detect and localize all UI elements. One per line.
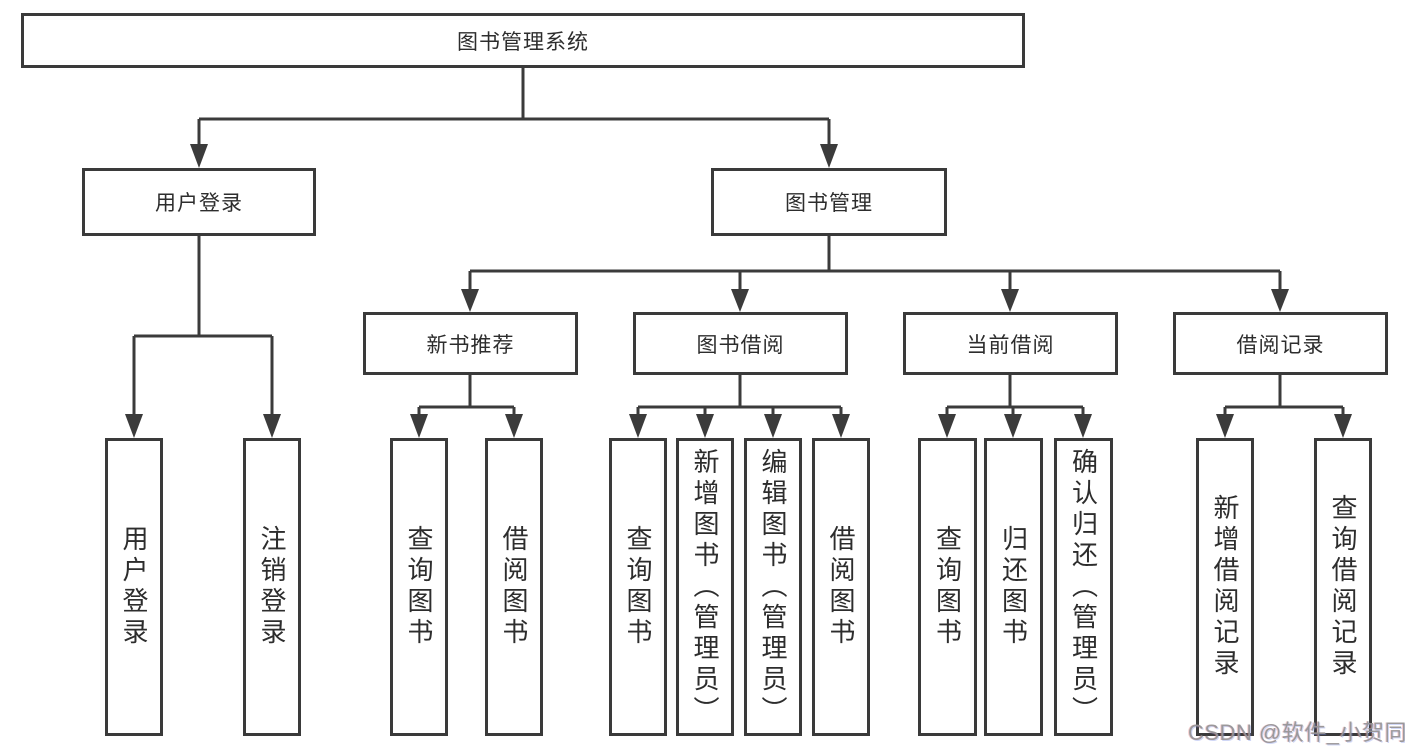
connector-book-mgmt-children (461, 236, 1289, 312)
connector-user-login-children (125, 236, 281, 438)
node-user-login: 用户登录 (82, 168, 316, 236)
node-root-label: 图书管理系统 (457, 30, 589, 54)
arrowhead-login (125, 414, 143, 438)
csdn-watermark: CSDN @软件_小贺同学 (1188, 720, 1405, 745)
node-cb-return-books-label: 归还图书 (998, 525, 1029, 649)
node-cb-return-books: 归还图书 (984, 438, 1043, 736)
connector-current-borrow-children (938, 375, 1092, 438)
node-book-borrow: 图书借阅 (633, 312, 848, 375)
node-bb-edit-books-label: 编辑图书（管理员） (758, 447, 788, 727)
node-new-books-label: 新书推荐 (426, 333, 515, 357)
node-user-login-label: 用户登录 (155, 192, 243, 215)
connector-borrow-records-children (1216, 375, 1352, 438)
node-cb-query-books: 查询图书 (918, 438, 977, 736)
connector-root-to-level2 (190, 68, 838, 168)
arrowhead-logout (263, 414, 281, 438)
arrowhead-new-books (461, 289, 479, 312)
node-br-query-record: 查询借阅记录 (1314, 438, 1372, 736)
arrowhead-book-mgmt (820, 144, 838, 168)
node-borrow-records: 借阅记录 (1173, 312, 1388, 375)
node-br-query-record-label: 查询借阅记录 (1328, 494, 1358, 680)
node-bb-query-books-label: 查询图书 (623, 525, 653, 649)
arrowhead-user-login (190, 144, 208, 168)
node-book-borrow-label: 图书借阅 (696, 333, 785, 357)
node-bb-add-books-label: 新增图书（管理员） (690, 447, 720, 727)
arrowhead-book-borrow (731, 289, 749, 312)
node-logout: 注销登录 (243, 438, 301, 736)
node-bb-borrow-books: 借阅图书 (812, 438, 870, 736)
arrowhead-current-borrow (1001, 289, 1019, 312)
node-borrow-records-label: 借阅记录 (1236, 333, 1325, 357)
node-nb-borrow-books: 借阅图书 (485, 438, 543, 736)
node-book-mgmt: 图书管理 (711, 168, 947, 236)
node-book-mgmt-label: 图书管理 (785, 192, 873, 215)
node-current-borrow: 当前借阅 (903, 312, 1118, 375)
connector-book-borrow-children (629, 375, 850, 438)
node-nb-query-books: 查询图书 (390, 438, 448, 736)
node-login-label: 用户登录 (119, 525, 149, 649)
node-cb-confirm-return: 确认归还（管理员） (1054, 438, 1113, 736)
node-login: 用户登录 (105, 438, 163, 736)
node-bb-add-books: 新增图书（管理员） (676, 438, 734, 736)
connector-new-books-children (410, 375, 523, 438)
node-current-borrow-label: 当前借阅 (966, 333, 1055, 357)
arrowhead-borrow-records (1271, 289, 1289, 312)
node-root: 图书管理系统 (21, 13, 1025, 68)
node-bb-borrow-books-label: 借阅图书 (826, 525, 856, 649)
node-br-add-record-label: 新增借阅记录 (1210, 494, 1240, 680)
node-new-books: 新书推荐 (363, 312, 578, 375)
node-logout-label: 注销登录 (257, 525, 287, 649)
node-nb-query-books-label: 查询图书 (404, 525, 434, 649)
node-cb-query-books-label: 查询图书 (932, 525, 963, 649)
node-cb-confirm-return-label: 确认归还（管理员） (1068, 447, 1099, 727)
node-bb-query-books: 查询图书 (609, 438, 667, 736)
node-bb-edit-books: 编辑图书（管理员） (744, 438, 802, 736)
node-br-add-record: 新增借阅记录 (1196, 438, 1254, 736)
node-nb-borrow-books-label: 借阅图书 (499, 525, 529, 649)
